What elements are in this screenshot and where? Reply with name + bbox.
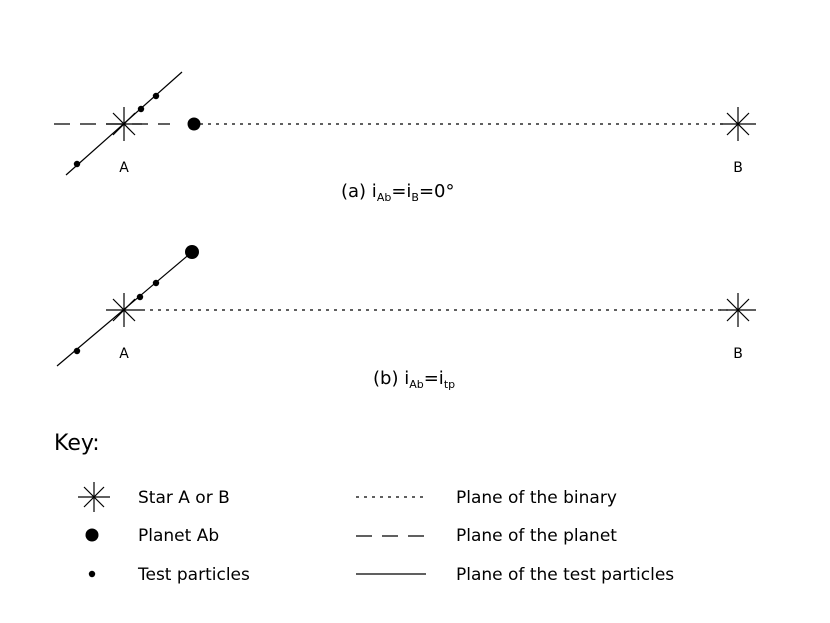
key-title: Key: [54,431,100,456]
star-b-icon [720,107,756,141]
key-test-particle-icon [88,570,96,578]
key-planet-label: Planet Ab [138,526,219,546]
test-particle [73,160,81,168]
test-particle [136,293,144,301]
planet-ab-icon [187,117,201,131]
star-a-icon [106,293,142,327]
panel-a-caption: (a) iAb=iB=0° [341,181,455,204]
star-a-icon [106,107,142,141]
panel-b-caption: (b) iAb=itp [373,368,455,391]
star-b-icon [720,293,756,327]
key-binary-plane-label: Plane of the binary [456,488,617,508]
key-planet-plane-label: Plane of the planet [456,526,617,546]
key-star-label: Star A or B [138,488,230,508]
panel-a: A B (a) iAb=iB=0° [54,71,756,204]
key-planet-icon [85,528,99,542]
panel-b: A B (b) iAb=itp [56,245,756,391]
star-b-label: B [733,346,743,362]
star-a-label: A [119,346,129,362]
test-particle [152,279,160,287]
key-test-particle-plane-label: Plane of the test particles [456,565,674,585]
key: Key: Star A or B Planet Ab Test particle… [54,431,674,585]
planet-ab-icon [185,245,199,259]
star-b-label: B [733,160,743,176]
test-particle [73,347,81,355]
key-test-particle-label: Test particles [137,565,250,585]
star-a-label: A [119,160,129,176]
key-star-icon [78,482,110,512]
test-particle [137,105,145,113]
test-particle [152,92,160,100]
